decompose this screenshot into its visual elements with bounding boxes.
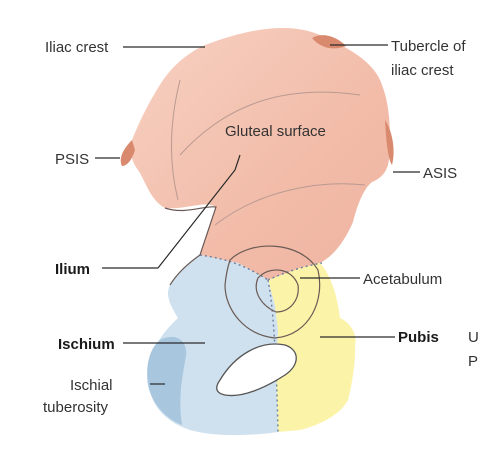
ilium-ischium-suture — [199, 254, 269, 281]
label-tubercle-line2: iliac crest — [391, 62, 454, 79]
gluteal-line-1 — [170, 79, 181, 201]
label-ischial-tuberosity-line2: tuberosity — [43, 399, 109, 416]
label-pubis: Pubis — [398, 329, 439, 346]
gluteal-line-2 — [179, 91, 361, 156]
pubis-region — [268, 263, 356, 432]
ischial-tuberosity-region — [147, 336, 187, 425]
acetabulum-inner-fossa — [255, 269, 299, 313]
gluteal-line-3 — [214, 183, 366, 226]
asis-tip — [385, 120, 394, 165]
label-iliac-crest: Iliac crest — [45, 39, 109, 56]
acetabulum-outer-rim — [224, 245, 321, 339]
obturator-foramen — [216, 343, 297, 397]
ilium-region — [130, 27, 390, 280]
label-ilium: Ilium — [55, 261, 90, 278]
edge-text-fragment-1: U — [468, 329, 479, 346]
psis-tip — [120, 140, 135, 166]
label-tubercle-line1: Tubercle of — [391, 38, 466, 55]
leader-gluteal-surface — [157, 154, 241, 269]
label-asis: ASIS — [423, 165, 457, 182]
greater-sciatic-notch — [164, 206, 217, 286]
label-gluteal-surface: Gluteal surface — [225, 123, 326, 140]
label-ischial-tuberosity-line1: Ischial — [70, 377, 113, 394]
label-acetabulum: Acetabulum — [363, 271, 442, 288]
edge-text-fragment-2: P — [468, 353, 478, 370]
label-psis: PSIS — [55, 151, 89, 168]
label-ischium: Ischium — [58, 336, 115, 353]
